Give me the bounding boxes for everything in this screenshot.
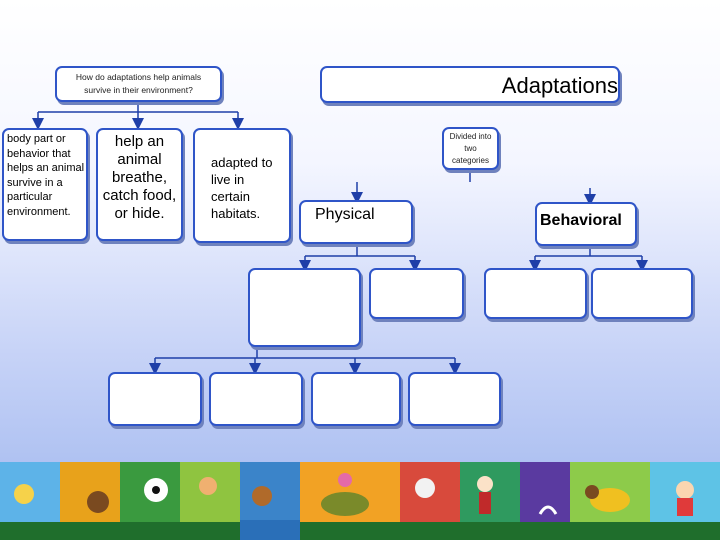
lower-box-2 xyxy=(209,372,303,426)
lower-box-3 xyxy=(311,372,401,426)
categories-box: Divided into two categories xyxy=(442,127,499,170)
lower-box-4 xyxy=(408,372,501,426)
purpose-box: help an animal breathe, catch food, or h… xyxy=(96,128,183,241)
title-box: Adaptations xyxy=(320,66,620,103)
habitat-box: adapted to live in certain habitats. xyxy=(193,128,291,243)
behavioral-example-box-1 xyxy=(484,268,587,319)
categories-text: Divided into two categories xyxy=(449,132,492,165)
behavioral-box: Behavioral xyxy=(535,202,637,246)
definition-box: body part or behavior that helps an anim… xyxy=(2,128,88,241)
lower-box-1 xyxy=(108,372,202,426)
purpose-text: help an animal breathe, catch food, or h… xyxy=(102,133,177,222)
title-text: Adaptations xyxy=(501,73,618,98)
definition-text: body part or behavior that helps an anim… xyxy=(7,133,85,218)
question-text: How do adaptations help animals survive … xyxy=(75,72,202,95)
physical-text: Physical xyxy=(315,206,375,223)
behavioral-text: Behavioral xyxy=(540,212,622,229)
animal-illustration-strip xyxy=(0,462,720,540)
physical-example-box-1 xyxy=(248,268,361,347)
habitat-text: adapted to live in certain habitats. xyxy=(211,155,273,221)
behavioral-example-box-2 xyxy=(591,268,693,319)
question-box: How do adaptations help animals survive … xyxy=(55,66,222,102)
physical-box: Physical xyxy=(299,200,413,244)
physical-example-box-2 xyxy=(369,268,464,319)
